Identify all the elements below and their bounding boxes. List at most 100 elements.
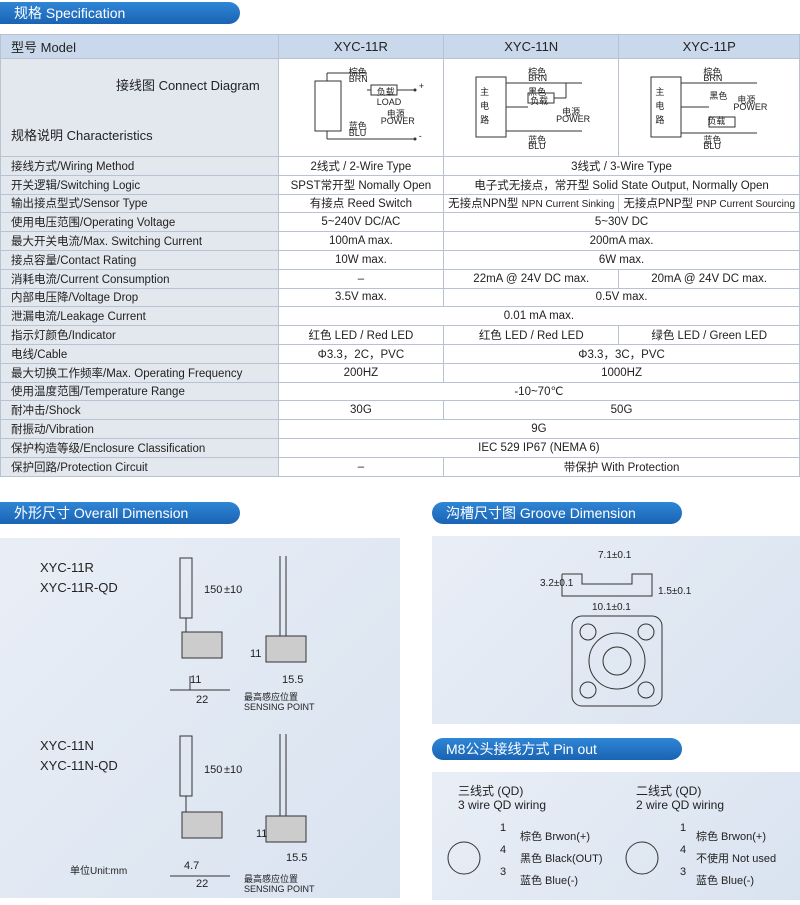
dimension-drawing — [170, 556, 307, 877]
row-value: 1000HZ — [443, 362, 800, 383]
groove-top: 7.1±0.1 — [598, 550, 632, 561]
row-value: SPST常开型 Nomally Open — [277, 174, 445, 195]
row-value: 100mA max. — [277, 231, 445, 251]
row-key: 接点容量/Contact Rating — [0, 249, 279, 270]
dimension-tab: 外形尺寸 Overall Dimension — [0, 502, 240, 524]
row-value: 3.5V max. — [277, 287, 445, 308]
header-model: 型号 Model — [0, 34, 279, 59]
characteristics-label: 规格说明 Characteristics — [11, 128, 153, 143]
row-key: 耐振动/Vibration — [0, 419, 279, 439]
model-11r-qd: XYC-11R-QD — [40, 580, 118, 595]
table-row: 消耗电流/Current Consumption–22mA @ 24V DC m… — [0, 268, 800, 289]
model-11n: XYC-11N — [40, 738, 94, 753]
wiring-diagram-11r — [314, 72, 417, 141]
row-key: 保护构造等级/Enclosure Classification — [0, 437, 279, 458]
row-key: 电线/Cable — [0, 343, 279, 364]
pin-drawing — [447, 841, 659, 875]
row-value: 6W max. — [443, 249, 800, 270]
diagram-11r: 棕色 BRN 负载 LOAD + 电源 POWER 蓝色 BLU - — [277, 58, 445, 157]
table-row: 保护回路/Protection Circuit–带保护 With Protect… — [0, 456, 800, 477]
row-value: – — [277, 456, 445, 477]
dimension-panel: XYC-11R XYC-11R-QD XYC-11N XYC-11N-QD 15… — [0, 538, 400, 898]
row-value: 20mA @ 24V DC max. — [618, 268, 800, 289]
header-xyc11r: XYC-11R — [277, 34, 445, 59]
row-key: 使用温度范围/Temperature Range — [0, 381, 279, 402]
row-value: 10W max. — [277, 249, 445, 270]
row-key: 内部电压降/Voltage Drop — [0, 287, 279, 308]
row-key: 最大切换工作频率/Max. Operating Frequency — [0, 362, 279, 383]
row-value: 红色 LED / Red LED — [443, 325, 620, 345]
row-value: 50G — [443, 400, 800, 421]
row-key: 消耗电流/Current Consumption — [0, 268, 279, 289]
diagram-11p: 主 电 路 棕色 BRN 黑色 电源 POWER 负载 蓝色 BLU — [618, 58, 800, 157]
row-value: 3线式 / 3-Wire Type — [443, 156, 800, 176]
row-value: 带保护 With Protection — [443, 456, 800, 477]
row-key: 开关逻辑/Switching Logic — [0, 174, 279, 195]
row-key: 使用电压范围/Operating Voltage — [0, 212, 279, 233]
wiring-diagram-11p — [650, 76, 758, 138]
row-value: 0.01 mA max. — [277, 306, 800, 327]
row-value: IEC 529 IP67 (NEMA 6) — [277, 437, 800, 458]
diagram-11n: 主 电 路 棕色 BRN 黑色 负载 电源 POWER 蓝色 BLU — [443, 58, 620, 157]
connect-diagram-label: 接线图 Connect Diagram — [115, 78, 260, 93]
groove-bottom: 10.1±0.1 — [592, 602, 631, 613]
row-key: 保护回路/Protection Circuit — [0, 456, 279, 477]
row-key: 接线方式/Wiring Method — [0, 156, 279, 176]
pin-panel: 三线式 (QD) 3 wire QD wiring 二线式 (QD) 2 wir… — [432, 772, 800, 900]
row-key: 输出接点型式/Sensor Type — [0, 193, 279, 214]
row-value: 200mA max. — [443, 231, 800, 251]
row-key: 最大开关电流/Max. Switching Current — [0, 231, 279, 251]
model-11n-qd: XYC-11N-QD — [40, 758, 118, 773]
diagram-key-cell: 接线图 Connect Diagram 规格说明 Characteristics — [0, 58, 279, 157]
groove-right: 1.5±0.1 — [658, 586, 692, 597]
groove-left: 3.2±0.1 — [540, 578, 574, 589]
diagram-row: 接线图 Connect Diagram 规格说明 Characteristics… — [0, 58, 800, 157]
groove-drawing — [561, 573, 663, 707]
row-value: Φ3.3，3C，PVC — [443, 343, 800, 364]
row-value: Φ3.3，2C，PVC — [277, 343, 445, 364]
row-value: 22mA @ 24V DC max. — [443, 268, 620, 289]
model-11r: XYC-11R — [40, 560, 94, 575]
spec-tab: 规格 Specification — [0, 2, 240, 24]
header-xyc11n: XYC-11N — [443, 34, 620, 59]
row-value: 30G — [277, 400, 445, 421]
row-value: – — [277, 268, 445, 289]
row-value: 无接点PNP型 PNP Current Sourcing — [618, 193, 800, 214]
row-value: 电子式无接点，常开型 Solid State Output, Normally … — [443, 174, 800, 195]
row-value: 5~240V DC/AC — [277, 212, 445, 233]
row-value: 5~30V DC — [443, 212, 800, 233]
row-value: 绿色 LED / Green LED — [618, 325, 800, 345]
spec-table: 型号 Model XYC-11R XYC-11N XYC-11P 接线图 Con… — [0, 34, 800, 477]
wiring-diagram-11n — [475, 76, 583, 138]
row-value: 有接点 Reed Switch — [277, 193, 445, 214]
row-key: 指示灯颜色/Indicator — [0, 325, 279, 345]
header-xyc11p: XYC-11P — [618, 34, 800, 59]
row-value: 200HZ — [277, 362, 445, 383]
row-value: 0.5V max. — [443, 287, 800, 308]
unit-label: 单位Unit:mm — [70, 866, 128, 877]
row-value: -10~70℃ — [277, 381, 800, 402]
groove-panel: 7.1±0.1 3.2±0.1 1.5±0.1 10.1±0.1 — [432, 536, 800, 724]
row-value: 9G — [277, 419, 800, 439]
groove-tab: 沟槽尺寸图 Groove Dimension — [432, 502, 682, 524]
pin-tab: M8公头接线方式 Pin out — [432, 738, 682, 760]
row-value: 2线式 / 2-Wire Type — [277, 156, 445, 176]
row-key: 耐冲击/Shock — [0, 400, 279, 421]
row-value: 红色 LED / Red LED — [277, 325, 445, 345]
table-header-row: 型号 Model XYC-11R XYC-11N XYC-11P — [0, 34, 800, 59]
row-key: 泄漏电流/Leakage Current — [0, 306, 279, 327]
